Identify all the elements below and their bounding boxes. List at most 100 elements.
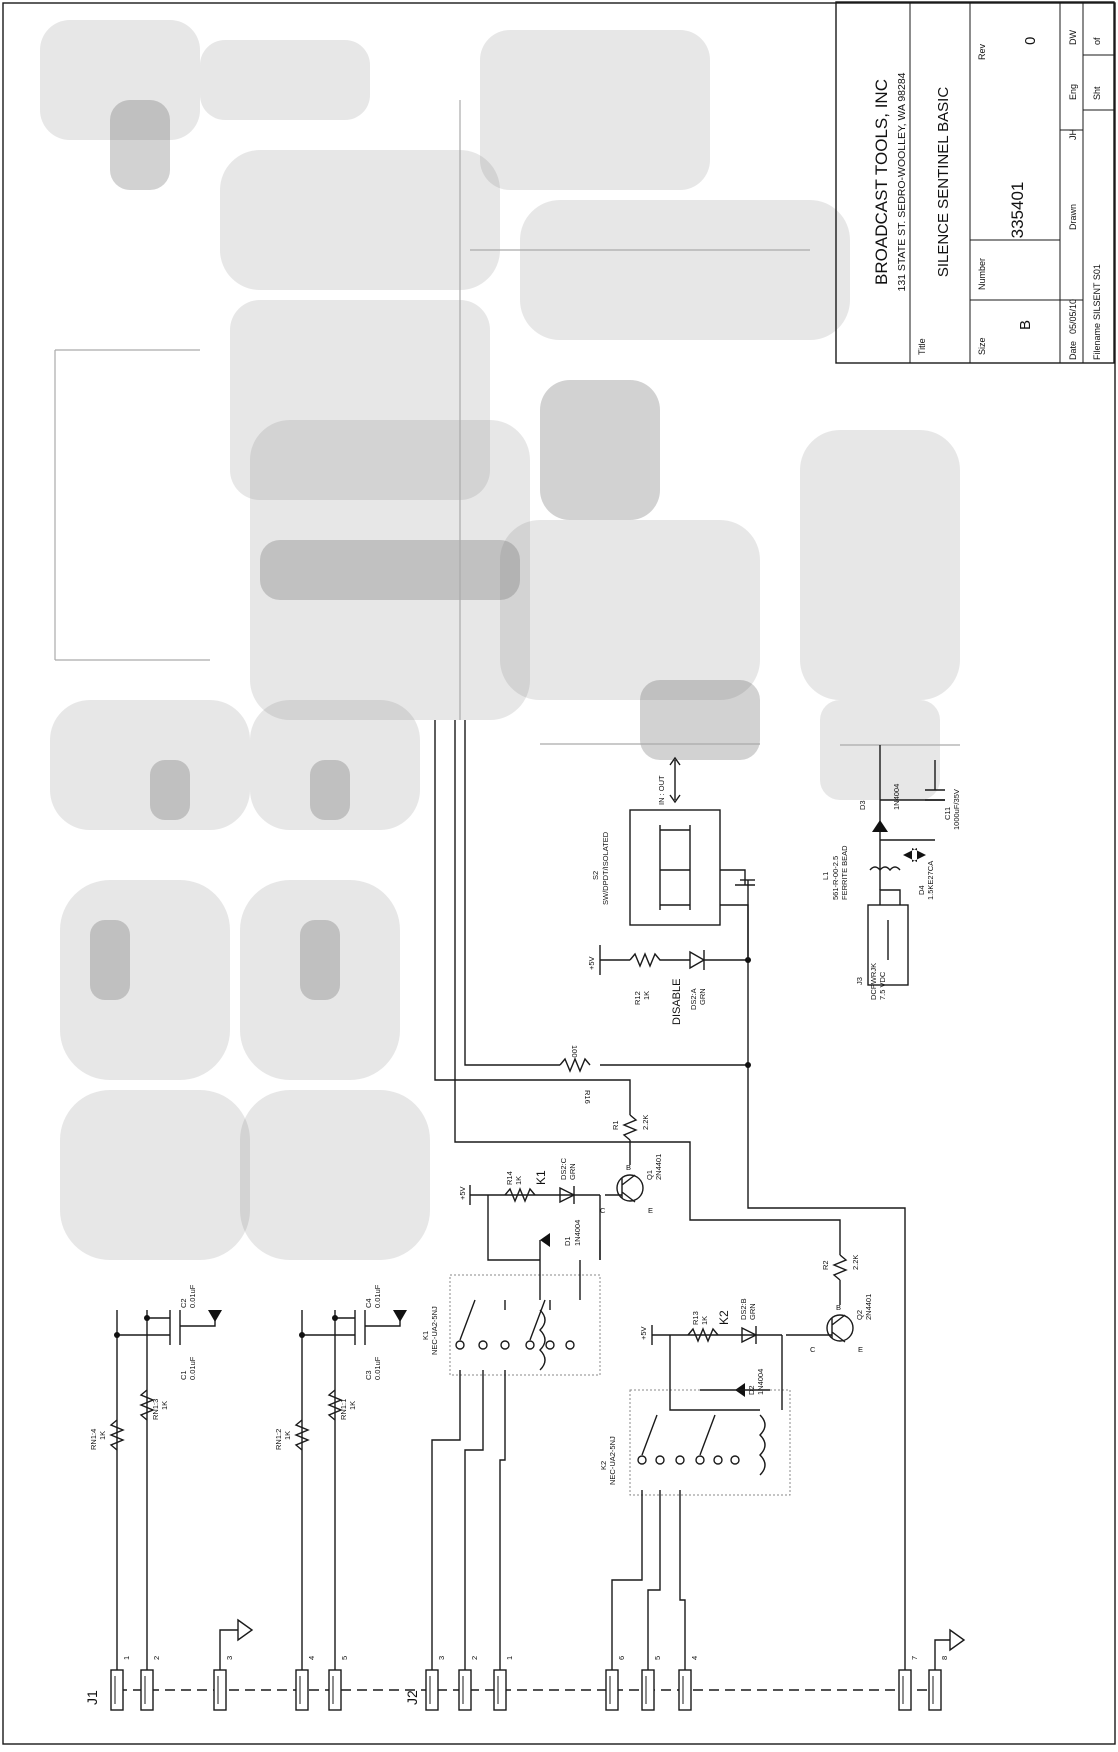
connector-pin: 3 (425, 1656, 446, 1711)
r14-ref: R14 (505, 1171, 514, 1185)
rev-label: Rev (977, 43, 987, 60)
signal-wires: R16 100 (434, 720, 966, 1670)
vcc-k1: +5V (458, 1186, 467, 1200)
ferrite-l1 (869, 866, 901, 872)
r1-value: 2.2K (641, 1115, 650, 1130)
connector-pin-number: 1 (122, 1656, 131, 1660)
rn1-2-value: 1K (283, 1431, 292, 1440)
s2-ref: S2 (591, 871, 600, 880)
eng-label: Eng (1068, 84, 1078, 100)
ds2a-color: GRN (698, 988, 707, 1005)
ds2b-color: GRN (748, 1303, 757, 1320)
r13-value: 1K (700, 1316, 709, 1325)
vcc-k2: +5V (639, 1326, 648, 1340)
c2-value: 0.01uF (188, 1284, 197, 1308)
s2-part: SW/DPDT/ISOLATED (601, 831, 610, 905)
drawing-title: SILENCE SENTINEL BASIC (935, 87, 952, 278)
r12-ref: R12 (633, 991, 642, 1005)
connector-pin: 3 (213, 1656, 234, 1711)
ground-symbol (237, 1618, 254, 1642)
connector-pin-number: 4 (690, 1656, 699, 1660)
r16-value: 100 (570, 1045, 579, 1058)
connector-pin: 5 (328, 1656, 349, 1711)
l1-part: 561-R-00-2.5 (831, 856, 840, 900)
r14-value: 1K (514, 1176, 523, 1185)
led-ds2a (680, 950, 748, 970)
led-ds2b (741, 1326, 758, 1344)
rn1-1-value: 1K (348, 1401, 357, 1410)
r16-ref: R16 (583, 1090, 592, 1104)
company-name: BROADCAST TOOLS, INC (872, 79, 891, 285)
connector-strip: J1 J2 (84, 1689, 937, 1705)
connector-pin: 1 (493, 1656, 514, 1711)
k2-ref: K2 (599, 1461, 608, 1470)
ds2a-ref: DS2:A (689, 988, 698, 1010)
date-label: Date (1068, 341, 1078, 360)
ds2c-color: GRN (568, 1163, 577, 1180)
filename-label: Filename (1092, 323, 1102, 360)
r13-ref: R13 (691, 1311, 700, 1325)
d1-part: 1N4004 (573, 1220, 582, 1246)
r2-value: 2.2K (851, 1255, 860, 1270)
vcc-disable: +5V (587, 956, 596, 970)
c3-ref: C3 (364, 1370, 373, 1380)
rn1-3-value: 1K (160, 1401, 169, 1410)
c4-value: 0.01uF (373, 1284, 382, 1308)
transistor-q1 (616, 1174, 644, 1202)
resistor-r2 (832, 1254, 848, 1305)
q1-b: B (626, 1163, 631, 1172)
connector-pin: 7 (898, 1656, 919, 1711)
disable-led-circuit: +5V R12 1K DISABLE DS2:A GRN (587, 945, 751, 1068)
size-label: Size (977, 337, 987, 355)
date-value: 05/05/10 (1068, 299, 1078, 334)
connector-pin: 4 (678, 1656, 699, 1711)
rn1-4-ref: RN1:4 (89, 1429, 98, 1450)
r2-ref: R2 (821, 1260, 830, 1270)
eng-value: DW (1068, 30, 1078, 45)
rn1-1-ref: RN1:1 (339, 1399, 348, 1420)
connector-pin-number: 4 (307, 1656, 316, 1660)
connector-pin-number: 3 (437, 1656, 446, 1660)
resistor-rn1-1 (327, 1389, 343, 1421)
l1-ref: L1 (821, 872, 830, 880)
resistor-rn1-4 (109, 1419, 125, 1451)
connector-pin-number: 8 (940, 1656, 949, 1660)
number-label: Number (977, 258, 987, 290)
filename-value: SILSENT S01 (1092, 264, 1102, 320)
connector-pin: 2 (458, 1656, 479, 1711)
j3-ref: J3 (855, 977, 864, 985)
c1-ref: C1 (179, 1370, 188, 1380)
connector-pin-number: 2 (470, 1656, 479, 1660)
d3-ref: D3 (858, 800, 867, 810)
switch-s2: S2 SW/DPDT/ISOLATED IN : OUT (591, 756, 755, 960)
l1-desc: FERRITE BEAD (840, 845, 849, 900)
connector-pin: 4 (295, 1656, 316, 1711)
ds2c-ref: DS2:C (559, 1157, 568, 1180)
connector-pin: 5 (641, 1656, 662, 1711)
connector-pin: 1 (110, 1656, 131, 1711)
connector-pin-number: 6 (617, 1656, 626, 1660)
q2-b: B (836, 1303, 841, 1312)
q1-ref: Q1 (645, 1170, 654, 1180)
drawn-value: JH (1068, 129, 1078, 140)
connector-pin-number: 3 (225, 1656, 234, 1660)
d3-part: 1N4004 (892, 784, 901, 810)
k1-part: NEC-UA2-5NJ (430, 1306, 439, 1355)
relay-k2-coil (759, 1414, 766, 1476)
ds2a-label: DISABLE (671, 979, 683, 1025)
transistor-q2 (826, 1314, 854, 1342)
c2-ref: C2 (179, 1298, 188, 1308)
d2-part: 1N4004 (756, 1369, 765, 1395)
connector-pin-number: 7 (910, 1656, 919, 1660)
q1-e: E (648, 1206, 653, 1215)
d4-part: 1.5KE27CA (926, 861, 935, 900)
connector-pin-number: 1 (505, 1656, 514, 1660)
resistor-rn1-2 (294, 1419, 310, 1451)
c3-value: 0.01uF (373, 1356, 382, 1380)
resistor-rn1-3 (139, 1389, 155, 1421)
k2-net-tag: K2 (717, 1310, 731, 1325)
ds2b-ref: DS2:B (739, 1298, 748, 1320)
